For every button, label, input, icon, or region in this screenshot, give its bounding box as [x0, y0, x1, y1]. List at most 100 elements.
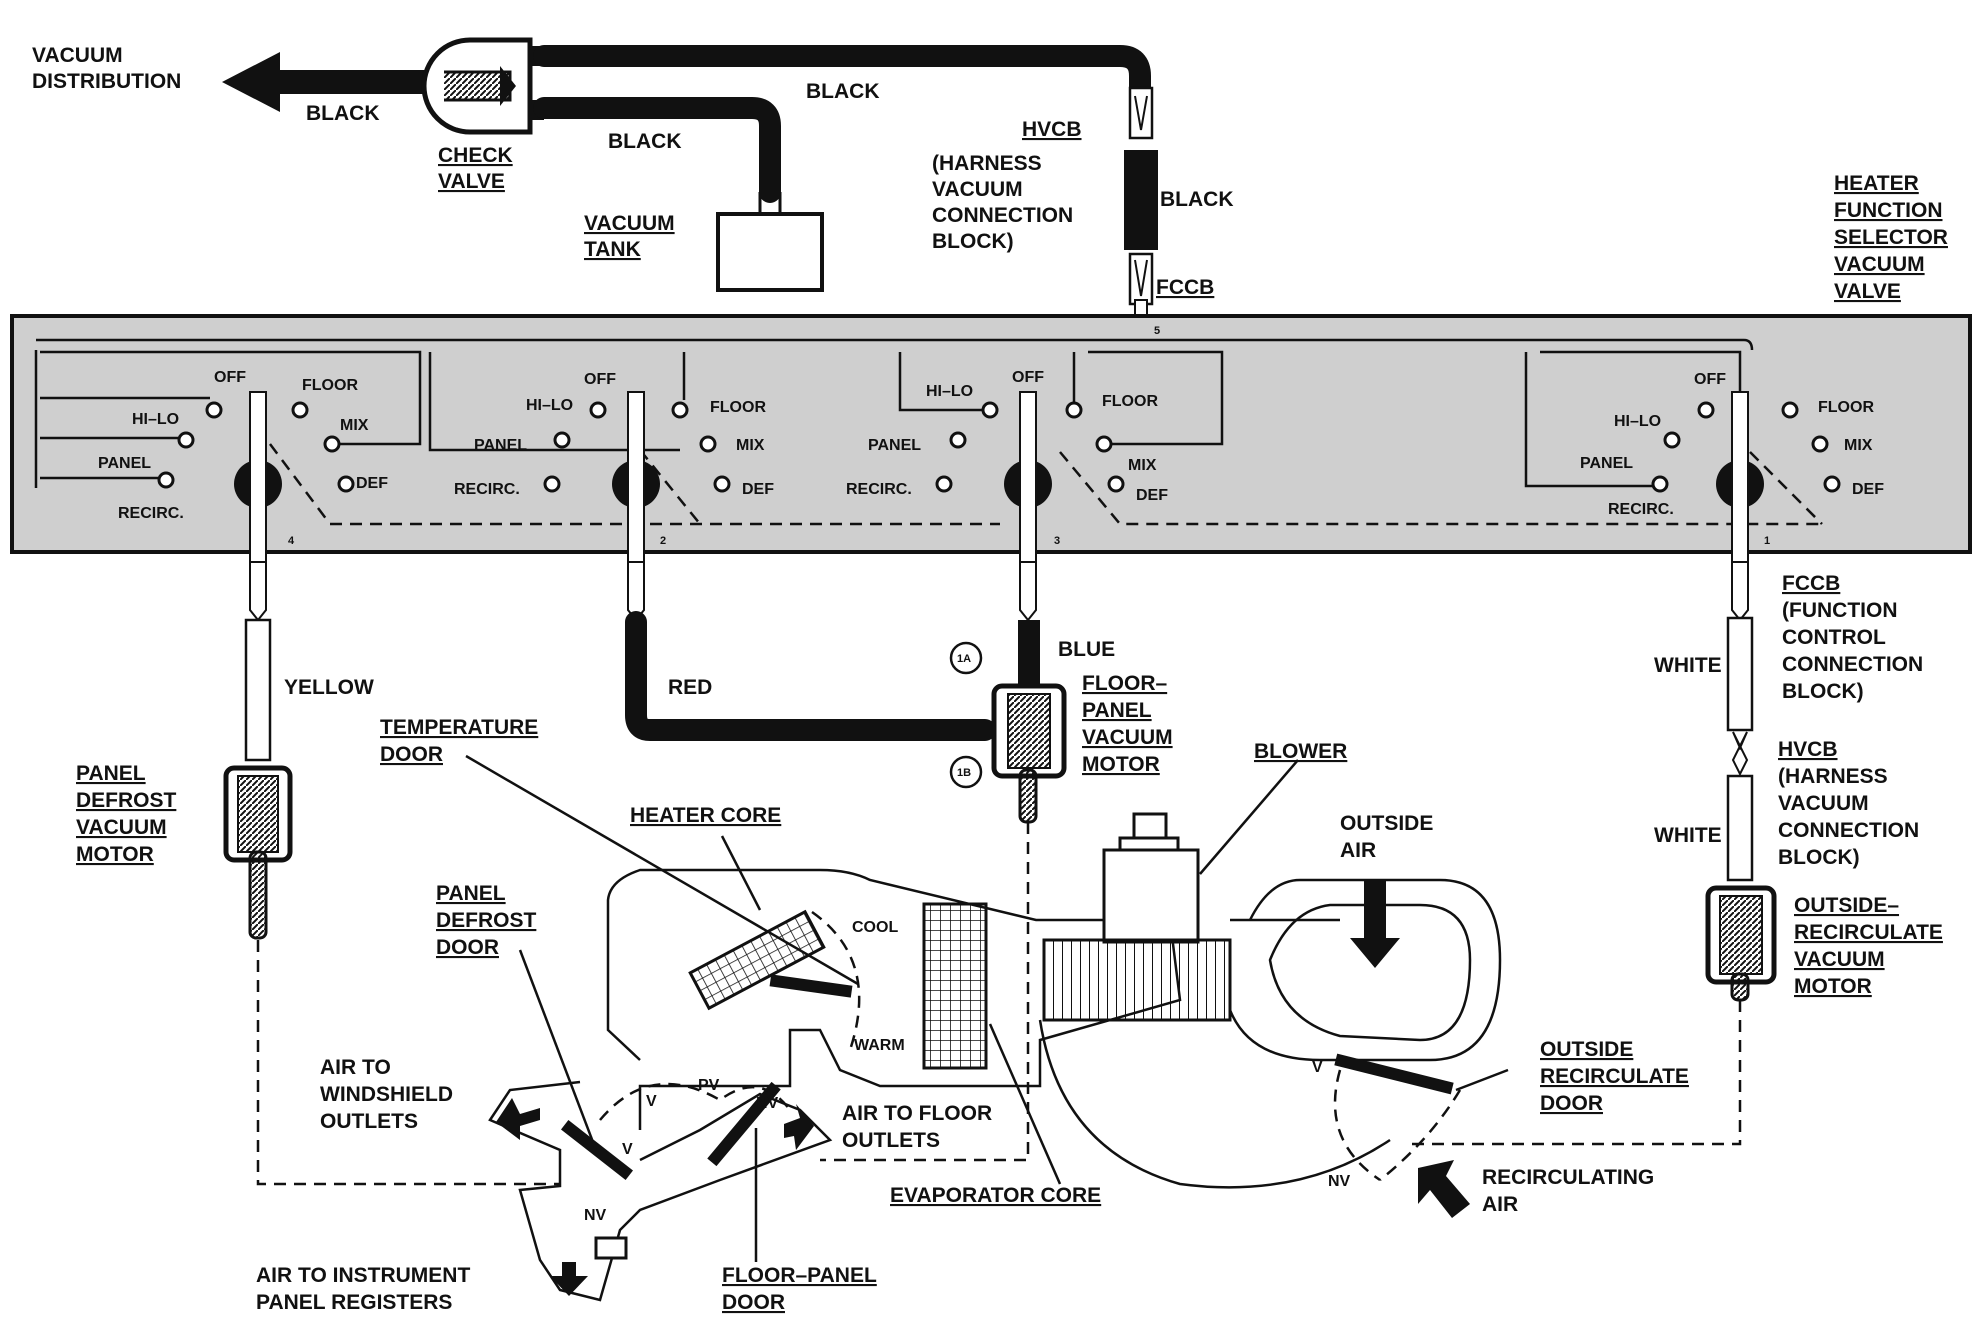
recirculating-air-arrow-icon	[1418, 1160, 1470, 1218]
white-hose-2-label: WHITE	[1654, 824, 1722, 847]
sel3-mix-label: MIX	[1128, 457, 1157, 474]
vacuum-distribution-arrow-icon	[222, 52, 450, 112]
sel2-def-label: DEF	[742, 481, 774, 498]
floor-outlet-arrow-icon	[784, 1104, 814, 1150]
mark-nv-2: NV	[584, 1207, 607, 1224]
mark-v-3: V	[1312, 1059, 1323, 1076]
mark-v-1: V	[646, 1093, 657, 1110]
sel1-floor-label: FLOOR	[1818, 399, 1874, 416]
sel1-panel-label: PANEL	[1580, 455, 1633, 472]
sel1-def-label: DEF	[1852, 481, 1884, 498]
sel4-mix-label: MIX	[340, 417, 369, 434]
sel3-off-label: OFF	[1012, 369, 1044, 386]
sel1-recirc-label: RECIRC.	[1608, 501, 1674, 518]
black-hose-mid-label: BLACK	[608, 130, 682, 153]
heater-core-icon	[688, 909, 826, 1011]
evaporator-core-label: EVAPORATOR CORE	[890, 1184, 1101, 1207]
mark-nv-1: NV	[756, 1095, 779, 1112]
outside-air-arrow-icon	[1350, 880, 1400, 968]
white-hose-1-label: WHITE	[1654, 654, 1722, 677]
sel3-recirc-label: RECIRC.	[846, 481, 912, 498]
sel3-def-label: DEF	[1136, 487, 1168, 504]
sel3-hilo-label: HI–LO	[926, 383, 973, 400]
evaporator-core-icon	[922, 902, 988, 1070]
port-number-1: 1	[1764, 535, 1770, 547]
sel3-panel-label: PANEL	[868, 437, 921, 454]
lower-hoses	[244, 560, 1754, 882]
heater-function-selector-valve	[10, 314, 1972, 563]
black-hose-left-label: BLACK	[306, 102, 380, 125]
sel2-floor-label: FLOOR	[710, 399, 766, 416]
port-number-5: 5	[1154, 325, 1160, 337]
fccb-top-label: FCCB	[1156, 276, 1214, 299]
panel-defrost-door-icon	[560, 1120, 634, 1180]
sel4-def-label: DEF	[356, 475, 388, 492]
sel1-hilo-label: HI–LO	[1614, 413, 1661, 430]
sel2-recirc-label: RECIRC.	[454, 481, 520, 498]
hvcb-top-connector-icon	[1124, 86, 1158, 331]
instrument-register-arrow-icon	[550, 1262, 588, 1296]
panel-defrost-vacuum-motor-icon	[223, 765, 293, 940]
port-number-4: 4	[288, 535, 295, 547]
hvcb-top-label: HVCB	[1022, 118, 1082, 141]
port-1b-label: 1B	[957, 767, 971, 779]
sel2-mix-label: MIX	[736, 437, 765, 454]
check-valve-icon	[421, 37, 544, 135]
sel4-hilo-label: HI–LO	[132, 411, 179, 428]
sel2-panel-label: PANEL	[474, 437, 527, 454]
cool-label: COOL	[852, 919, 898, 936]
blower-icon	[1042, 812, 1232, 1022]
sel4-off-label: OFF	[214, 369, 246, 386]
red-hose-label: RED	[668, 676, 712, 699]
mark-v-2: V	[622, 1141, 633, 1158]
warm-label: WARM	[854, 1037, 905, 1054]
floor-panel-door-icon	[707, 1081, 781, 1167]
sel1-off-label: OFF	[1694, 371, 1726, 388]
outside-recirculate-door-icon	[1334, 1053, 1454, 1095]
black-hose-right-label: BLACK	[1160, 188, 1234, 211]
mark-nv-3: NV	[1328, 1173, 1351, 1190]
sel3-floor-label: FLOOR	[1102, 393, 1158, 410]
sel4-recirc-label: RECIRC.	[118, 505, 184, 522]
outside-recirculate-vacuum-motor-icon	[1705, 885, 1777, 1002]
sel1-mix-label: MIX	[1844, 437, 1873, 454]
black-hose-top-label: BLACK	[806, 80, 880, 103]
port-number-3: 3	[1054, 535, 1060, 547]
heater-core-label: HEATER CORE	[630, 804, 781, 827]
floor-panel-vacuum-motor-icon	[949, 641, 1067, 824]
mark-pv: PV	[698, 1077, 720, 1094]
sel2-hilo-label: HI–LO	[526, 397, 573, 414]
blower-label: BLOWER	[1254, 740, 1347, 763]
port-1a-label: 1A	[957, 653, 971, 665]
leader-lines	[465, 754, 1509, 1262]
blue-hose-label: BLUE	[1058, 638, 1115, 661]
sel2-off-label: OFF	[584, 371, 616, 388]
hvac-housing	[488, 812, 1502, 1302]
sel4-panel-label: PANEL	[98, 455, 151, 472]
yellow-hose-label: YELLOW	[284, 676, 374, 699]
vacuum-tank-icon	[716, 212, 824, 292]
sel4-floor-label: FLOOR	[302, 377, 358, 394]
temperature-door-icon	[769, 974, 853, 998]
windshield-outlet-arrow-icon	[496, 1098, 540, 1140]
vacuum-source-group	[222, 37, 1158, 331]
